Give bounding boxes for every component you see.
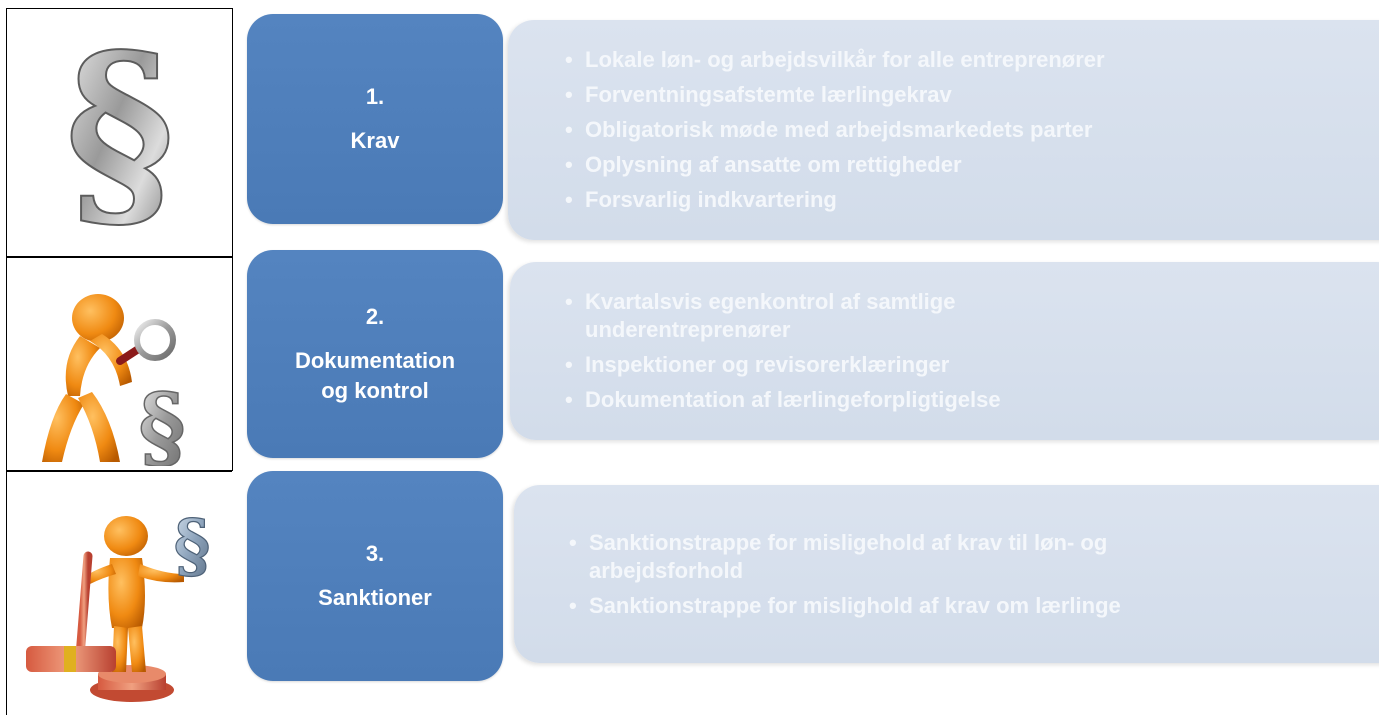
- list-item: Inspektioner og revisorerklæringer: [565, 351, 1125, 379]
- list-item: Oplysning af ansatte om rettigheder: [565, 151, 1379, 179]
- row-separator-2: [6, 470, 232, 472]
- frame-top: [6, 8, 232, 9]
- documentation-list: Kvartalsvis egenkontrol af samtlige unde…: [565, 288, 1125, 414]
- list-item: Kvartalsvis egenkontrol af samtlige unde…: [565, 288, 1125, 344]
- list-item: Forventningsafstemte lærlingekrav: [565, 81, 1379, 109]
- stage-sanctions: 3. Sanktioner: [247, 471, 503, 681]
- list-item: Sanktionstrappe for misligehold af krav …: [569, 529, 1229, 585]
- list-item: Forsvarlig indkvartering: [565, 186, 1379, 214]
- documentation-panel: Kvartalsvis egenkontrol af samtlige unde…: [510, 262, 1379, 440]
- inspector-magnifier-icon: §: [20, 266, 220, 466]
- sanctions-list: Sanktionstrappe for misligehold af krav …: [569, 529, 1229, 620]
- stage-requirements: 1. Krav: [247, 14, 503, 224]
- stage-number: 3.: [365, 541, 385, 566]
- stage-label: Sanktioner: [318, 585, 432, 610]
- judge-gavel-icon: §: [14, 478, 224, 710]
- svg-text:§: §: [138, 374, 185, 466]
- requirements-panel: Lokale løn- og arbejdsvilkår for alle en…: [508, 20, 1379, 240]
- stage-number: 1.: [365, 84, 385, 109]
- svg-text:§: §: [174, 504, 211, 587]
- list-item: Obligatorisk møde med arbejdsmarkedets p…: [565, 116, 1379, 144]
- list-item: Dokumentation af lærlingeforpligtigelse: [565, 386, 1125, 414]
- frame-left: [6, 8, 7, 715]
- stage-label: Krav: [350, 128, 400, 153]
- stage-documentation: 2. Dokumentation og kontrol: [247, 250, 503, 458]
- stage-label: Dokumentation og kontrol: [294, 348, 456, 403]
- list-item: Lokale løn- og arbejdsvilkår for alle en…: [565, 46, 1379, 74]
- sanctions-panel: Sanktionstrappe for misligehold af krav …: [514, 485, 1379, 663]
- frame-divider: [232, 8, 233, 471]
- list-item: Sanktionstrappe for mislighold af krav o…: [569, 592, 1229, 620]
- stage-number: 2.: [365, 304, 385, 329]
- requirements-list: Lokale løn- og arbejdsvilkår for alle en…: [565, 46, 1379, 214]
- paragraph-symbol-icon: §: [20, 30, 220, 240]
- row-separator-1: [6, 256, 232, 258]
- svg-text:§: §: [65, 35, 175, 235]
